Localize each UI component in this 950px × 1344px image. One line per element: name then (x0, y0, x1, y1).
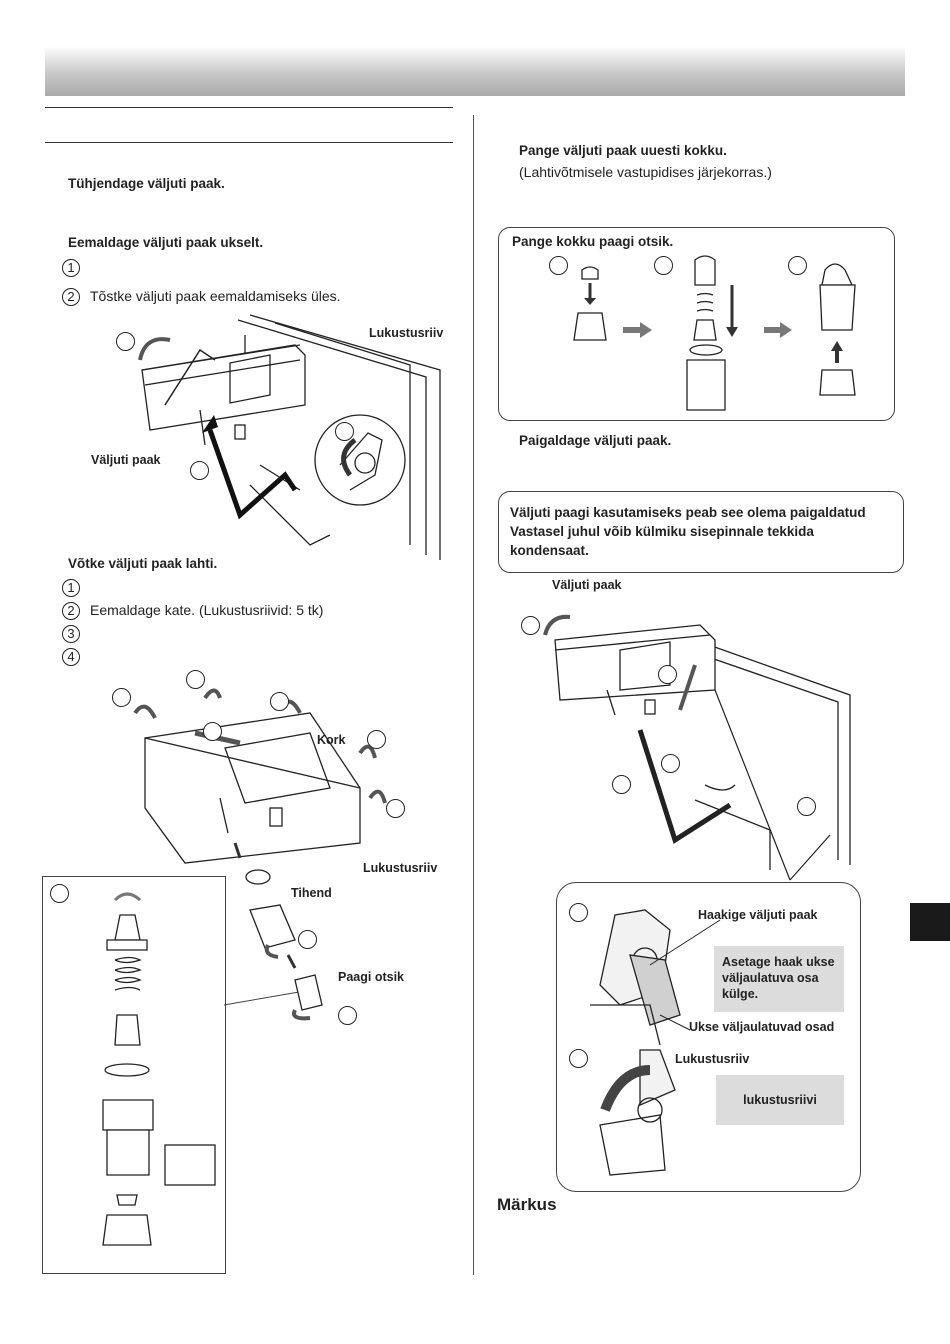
figure-disassemble-tank (133, 688, 387, 864)
side-tab (910, 903, 950, 941)
fig1-label-lukustusriiv: Lukustusriiv (369, 326, 444, 340)
assembly-callout-2 (654, 256, 673, 275)
fig3-callout-b (658, 665, 677, 684)
assembly-callout-3 (788, 256, 807, 275)
disassemble-number-3: 3 (62, 625, 80, 643)
fig2-label-lukustusriiv: Lukustusriiv (363, 861, 438, 875)
detail-label-haakige: Haakige väljuti paak (698, 908, 818, 922)
fig2-callout-c (270, 692, 289, 711)
disassemble-cover-text: Eemaldage kate. (Lukustusriivid: 5 tk) (90, 602, 324, 618)
fig2-callout-g (298, 930, 317, 949)
notes-heading: Märkus (497, 1195, 557, 1214)
fig2-callout-f (386, 799, 405, 818)
step-title-install-tank: Paigaldage väljuti paak. (519, 433, 672, 448)
fig1-callout-a (116, 332, 135, 351)
fig3-callout-e (797, 797, 816, 816)
fig2-callout-e (367, 730, 386, 749)
step-title-reassemble: Pange väljuti paak uuesti kokku. (519, 143, 727, 158)
step-title-disassemble: Võtke väljuti paak lahti. (68, 556, 218, 571)
figure-install-tank (543, 614, 851, 881)
substep-lift-text: Tõstke väljuti paak eemaldamiseks üles. (90, 288, 341, 304)
rule-bottom (45, 142, 453, 143)
step-title-remove-tank: Eemaldage väljuti paak ukselt. (68, 235, 264, 250)
detail-label-asetage: Asetage haak ukse väljaulatuva osa külge… (714, 946, 844, 1012)
step-title-empty-tank: Tühjendage väljuti paak. (68, 176, 225, 191)
disassemble-number-2: 2 (62, 602, 80, 620)
detail-hook-illustration (590, 909, 721, 1176)
substep-number-1: 1 (62, 259, 80, 277)
assembly-box (498, 227, 895, 421)
fig2-callout-b (186, 670, 205, 689)
column-divider (473, 115, 474, 1275)
assembly-diagram (573, 255, 856, 411)
fig1-label-valjuti-paak: Väljuti paak (91, 453, 161, 467)
fig2-label-kork: Kork (317, 733, 346, 747)
rule-top (45, 107, 453, 108)
fig3-callout-c (661, 754, 680, 773)
assembly-callout-1 (549, 256, 568, 275)
substep-number-2: 2 (62, 288, 80, 306)
exploded-view-box (42, 876, 226, 1274)
detail-label-ukse: Ukse väljaulatuvad osad (689, 1020, 835, 1034)
exploded-nozzle-parts (102, 892, 216, 1246)
fig3-callout-d (612, 775, 631, 794)
detail-box (556, 882, 861, 1192)
exploded-callout (50, 884, 69, 903)
header-bar (45, 46, 905, 96)
disassemble-number-4: 4 (62, 648, 80, 666)
figure-remove-tank (138, 314, 441, 560)
detail-callout-a (569, 903, 588, 922)
detail-callout-b (569, 1049, 588, 1068)
fig3-callout-a (521, 616, 540, 635)
fig2-label-tihend: Tihend (291, 886, 332, 900)
fig2-seal-and-nozzle (245, 869, 323, 1021)
disassemble-number-1: 1 (62, 579, 80, 597)
detail-label-lukustusriivi: lukustusriivi (716, 1075, 844, 1125)
fig3-label-valjuti-paak: Väljuti paak (552, 578, 622, 592)
fig2-callout-h (338, 1006, 357, 1025)
assembly-box-title: Pange kokku paagi otsik. (512, 234, 678, 249)
detail-label-lukustusriiv: Lukustusriiv (675, 1052, 750, 1066)
note-box (498, 491, 904, 573)
note-box-text: Väljuti paagi kasutamiseks peab see olem… (510, 505, 866, 558)
fig2-callout-a (112, 688, 131, 707)
fig2-connector-line (223, 991, 300, 1006)
fig1-callout-c (190, 461, 209, 480)
fig2-label-paagi-otsik: Paagi otsik (338, 970, 404, 984)
reassemble-subtext: (Lahtivõtmisele vastupidises järjekorras… (519, 164, 772, 180)
fig1-callout-b (335, 422, 354, 441)
fig2-callout-d (203, 722, 222, 741)
